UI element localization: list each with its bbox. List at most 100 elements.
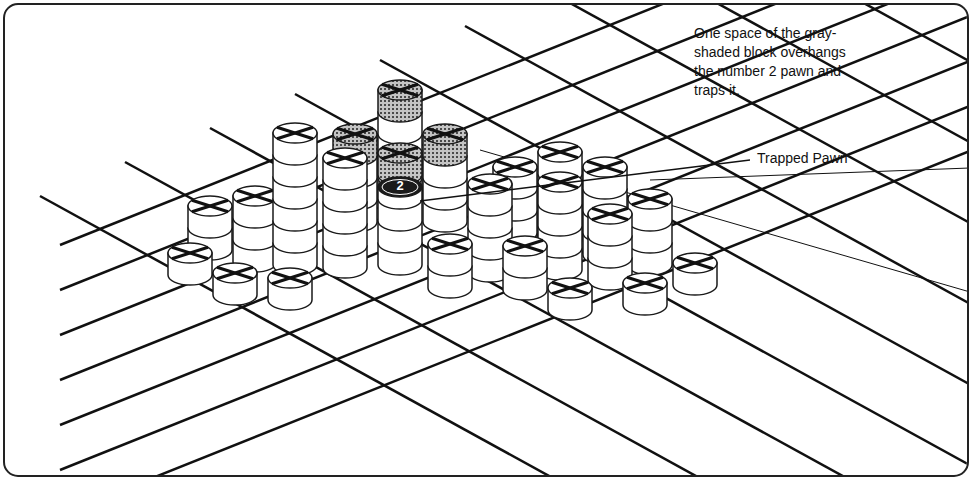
grid-line (60, 57, 967, 425)
grid-line (60, 5, 967, 245)
block-cross (432, 238, 468, 249)
block-stack (378, 177, 422, 275)
block-cross (632, 193, 668, 204)
block-cross (627, 277, 663, 288)
block-cross (542, 146, 578, 157)
grid-line (650, 168, 967, 180)
pawn-number: 2 (390, 178, 410, 194)
note-text: One space of the gray-shaded block overh… (694, 24, 866, 100)
block-top (493, 157, 537, 177)
block-top (548, 278, 592, 298)
block-cross (172, 247, 208, 258)
block-stack (628, 189, 672, 275)
panel-frame (4, 4, 968, 476)
block-side (378, 178, 422, 210)
block-stack (548, 278, 592, 320)
grid-line (550, 5, 967, 410)
block-cross (432, 238, 468, 249)
block-stack (538, 142, 582, 250)
block-top (503, 236, 547, 256)
grid-line (60, 5, 967, 335)
grid-line (635, 5, 967, 376)
block-cross (272, 272, 308, 283)
block-cross (382, 84, 418, 95)
block-cross (382, 147, 418, 158)
block-cross (587, 161, 623, 172)
block-cross (172, 247, 208, 258)
block-stack (268, 268, 312, 310)
block-cross (277, 127, 313, 138)
block-top (378, 80, 422, 100)
block-stack (273, 123, 317, 275)
block-stack (378, 80, 422, 210)
block-cross (192, 200, 228, 211)
block-stack (623, 273, 667, 315)
board-grid (40, 5, 967, 475)
block-cross (542, 146, 578, 157)
block-cross (337, 128, 373, 139)
block-cross (632, 193, 668, 204)
block-top (628, 189, 672, 209)
grid-line (480, 150, 967, 292)
block-cross (237, 190, 273, 201)
block-cross (497, 161, 533, 172)
pawn-top (378, 177, 422, 197)
block-cross (427, 128, 463, 139)
block-top (378, 143, 422, 163)
block-stack (428, 234, 472, 298)
block-stack (423, 124, 467, 232)
block-top (273, 123, 317, 143)
block-cross (337, 128, 373, 139)
block-stack (323, 148, 367, 278)
block-stack (588, 204, 632, 290)
block-cross (472, 178, 508, 189)
block-cross (497, 161, 533, 172)
block-top (323, 148, 367, 168)
block-cross (192, 200, 228, 211)
block-cross (382, 84, 418, 95)
block-stack (233, 186, 277, 272)
block-cross (627, 277, 663, 288)
block-top (233, 186, 277, 206)
block-top (333, 124, 377, 144)
block-top (168, 243, 212, 263)
grid-line (60, 102, 967, 470)
block-cross (327, 152, 363, 163)
grid-line (40, 196, 800, 475)
block-cross (507, 240, 543, 251)
block-cross (587, 161, 623, 172)
grid-line (210, 128, 967, 475)
block-cross (327, 152, 363, 163)
grid-line (60, 147, 967, 475)
block-cross (552, 282, 588, 293)
grid-line (125, 162, 885, 475)
block-cross (217, 267, 253, 278)
block-stack (673, 253, 717, 295)
block-top (428, 234, 472, 254)
leader-line (420, 160, 750, 201)
block-stack (168, 243, 212, 285)
block-top (213, 263, 257, 283)
block-top (188, 196, 232, 216)
block-cross (592, 208, 628, 219)
block-stack (503, 236, 547, 300)
block-cross (237, 190, 273, 201)
block-top (623, 273, 667, 293)
block-top (673, 253, 717, 273)
block-cross (677, 257, 713, 268)
block-cross (217, 267, 253, 278)
block-top (583, 157, 627, 177)
block-stack (213, 263, 257, 305)
block-cross (277, 127, 313, 138)
callout-label: Trapped Pawn (757, 150, 877, 167)
block-top (588, 204, 632, 224)
block-top (268, 268, 312, 288)
block-cross (272, 272, 308, 283)
block-cross (472, 178, 508, 189)
grid-line (60, 12, 967, 380)
block-cross (507, 240, 543, 251)
block-top (538, 142, 582, 162)
block-cross (592, 208, 628, 219)
grid-line (295, 94, 967, 475)
